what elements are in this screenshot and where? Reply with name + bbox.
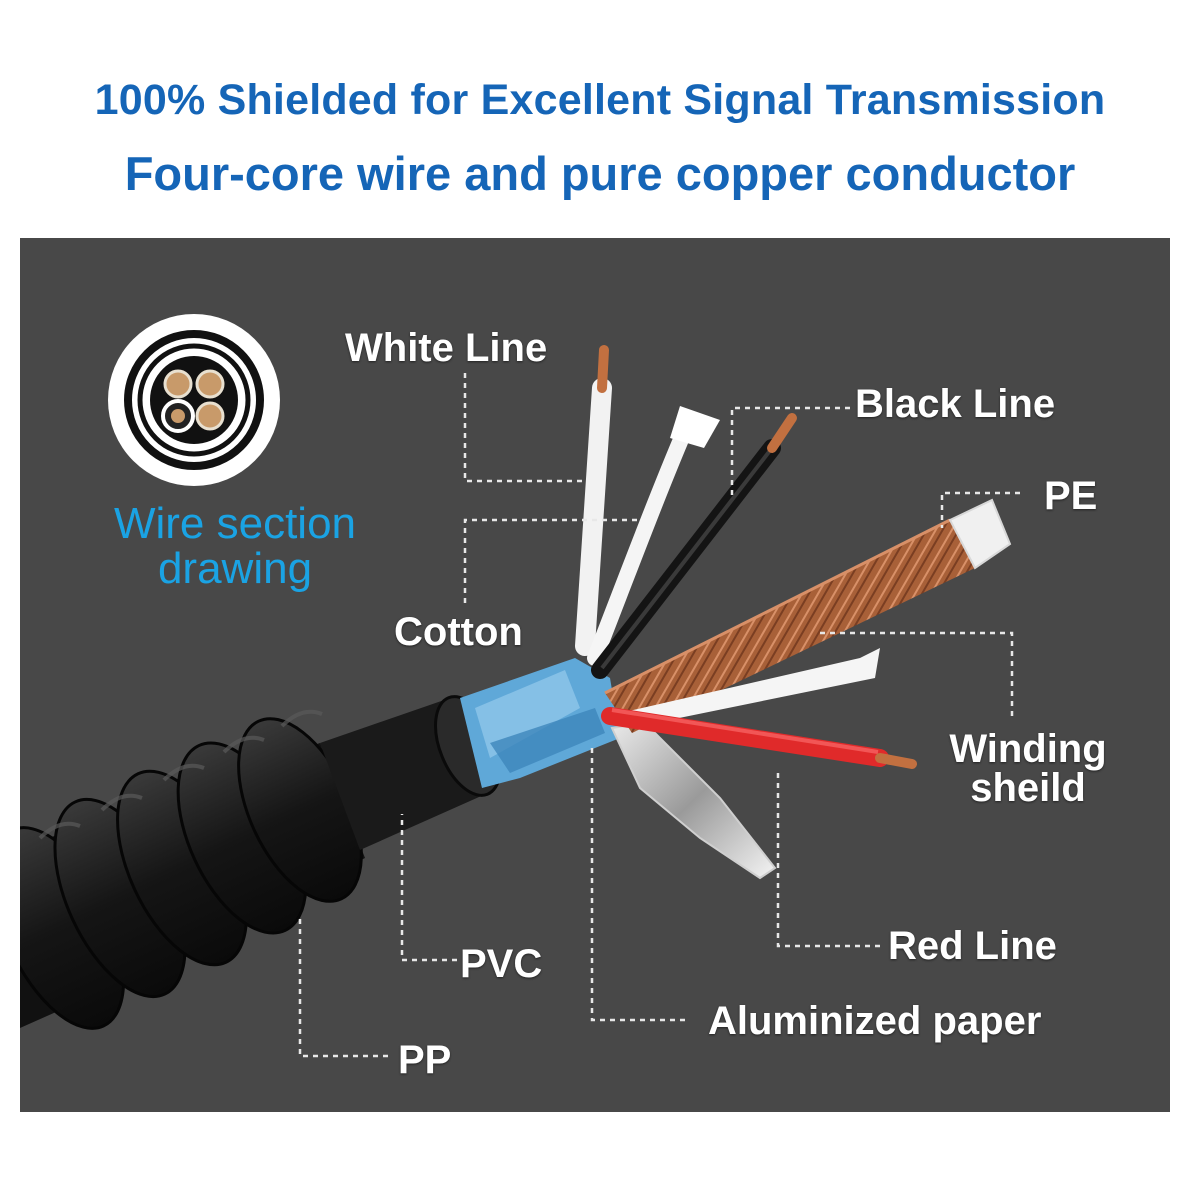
cable-illustration — [20, 314, 1020, 1058]
label-red-line: Red Line — [888, 924, 1057, 968]
label-white-line: White Line — [345, 326, 548, 370]
leader-pp — [298, 918, 388, 1058]
cotton-filler — [587, 406, 720, 666]
black-line-wire — [591, 413, 797, 679]
leader-aluminized-paper — [590, 748, 685, 1022]
leader-lines — [298, 373, 1020, 1058]
leader-pe — [940, 491, 1020, 528]
cotton-filler-lower — [620, 648, 880, 728]
leader-pvc — [400, 814, 457, 962]
label-cotton: Cotton — [394, 610, 523, 654]
pp-corrugated-tube — [20, 709, 365, 1030]
label-pvc: PVC — [460, 942, 543, 986]
label-pe: PE — [1044, 474, 1098, 518]
white-line-wire — [575, 345, 612, 656]
diagram-panel: Wire section drawing White Line Black Li… — [20, 238, 1170, 1112]
leader-red-line — [776, 768, 880, 948]
leader-cotton — [463, 518, 640, 603]
aluminized-foil-strip — [610, 721, 777, 880]
label-aluminized-paper: Aluminized paper — [708, 999, 1042, 1043]
leader-white-line — [463, 373, 585, 483]
label-black-line: Black Line — [855, 382, 1056, 426]
wire-section-caption: Wire section drawing — [113, 499, 357, 593]
blue-foil-shield — [460, 658, 620, 788]
red-line-wire — [601, 707, 917, 769]
headline-line-1: 100% Shielded for Excellent Signal Trans… — [94, 76, 1106, 124]
label-winding-shield: Winding sheild — [949, 727, 1107, 811]
headline-line-2: Four-core wire and pure copper conductor — [124, 147, 1076, 200]
leader-winding-shield — [820, 631, 1014, 718]
wire-section-icon — [108, 314, 280, 486]
pe-core-copper-shield — [604, 498, 1012, 733]
label-pp: PP — [398, 1038, 452, 1082]
